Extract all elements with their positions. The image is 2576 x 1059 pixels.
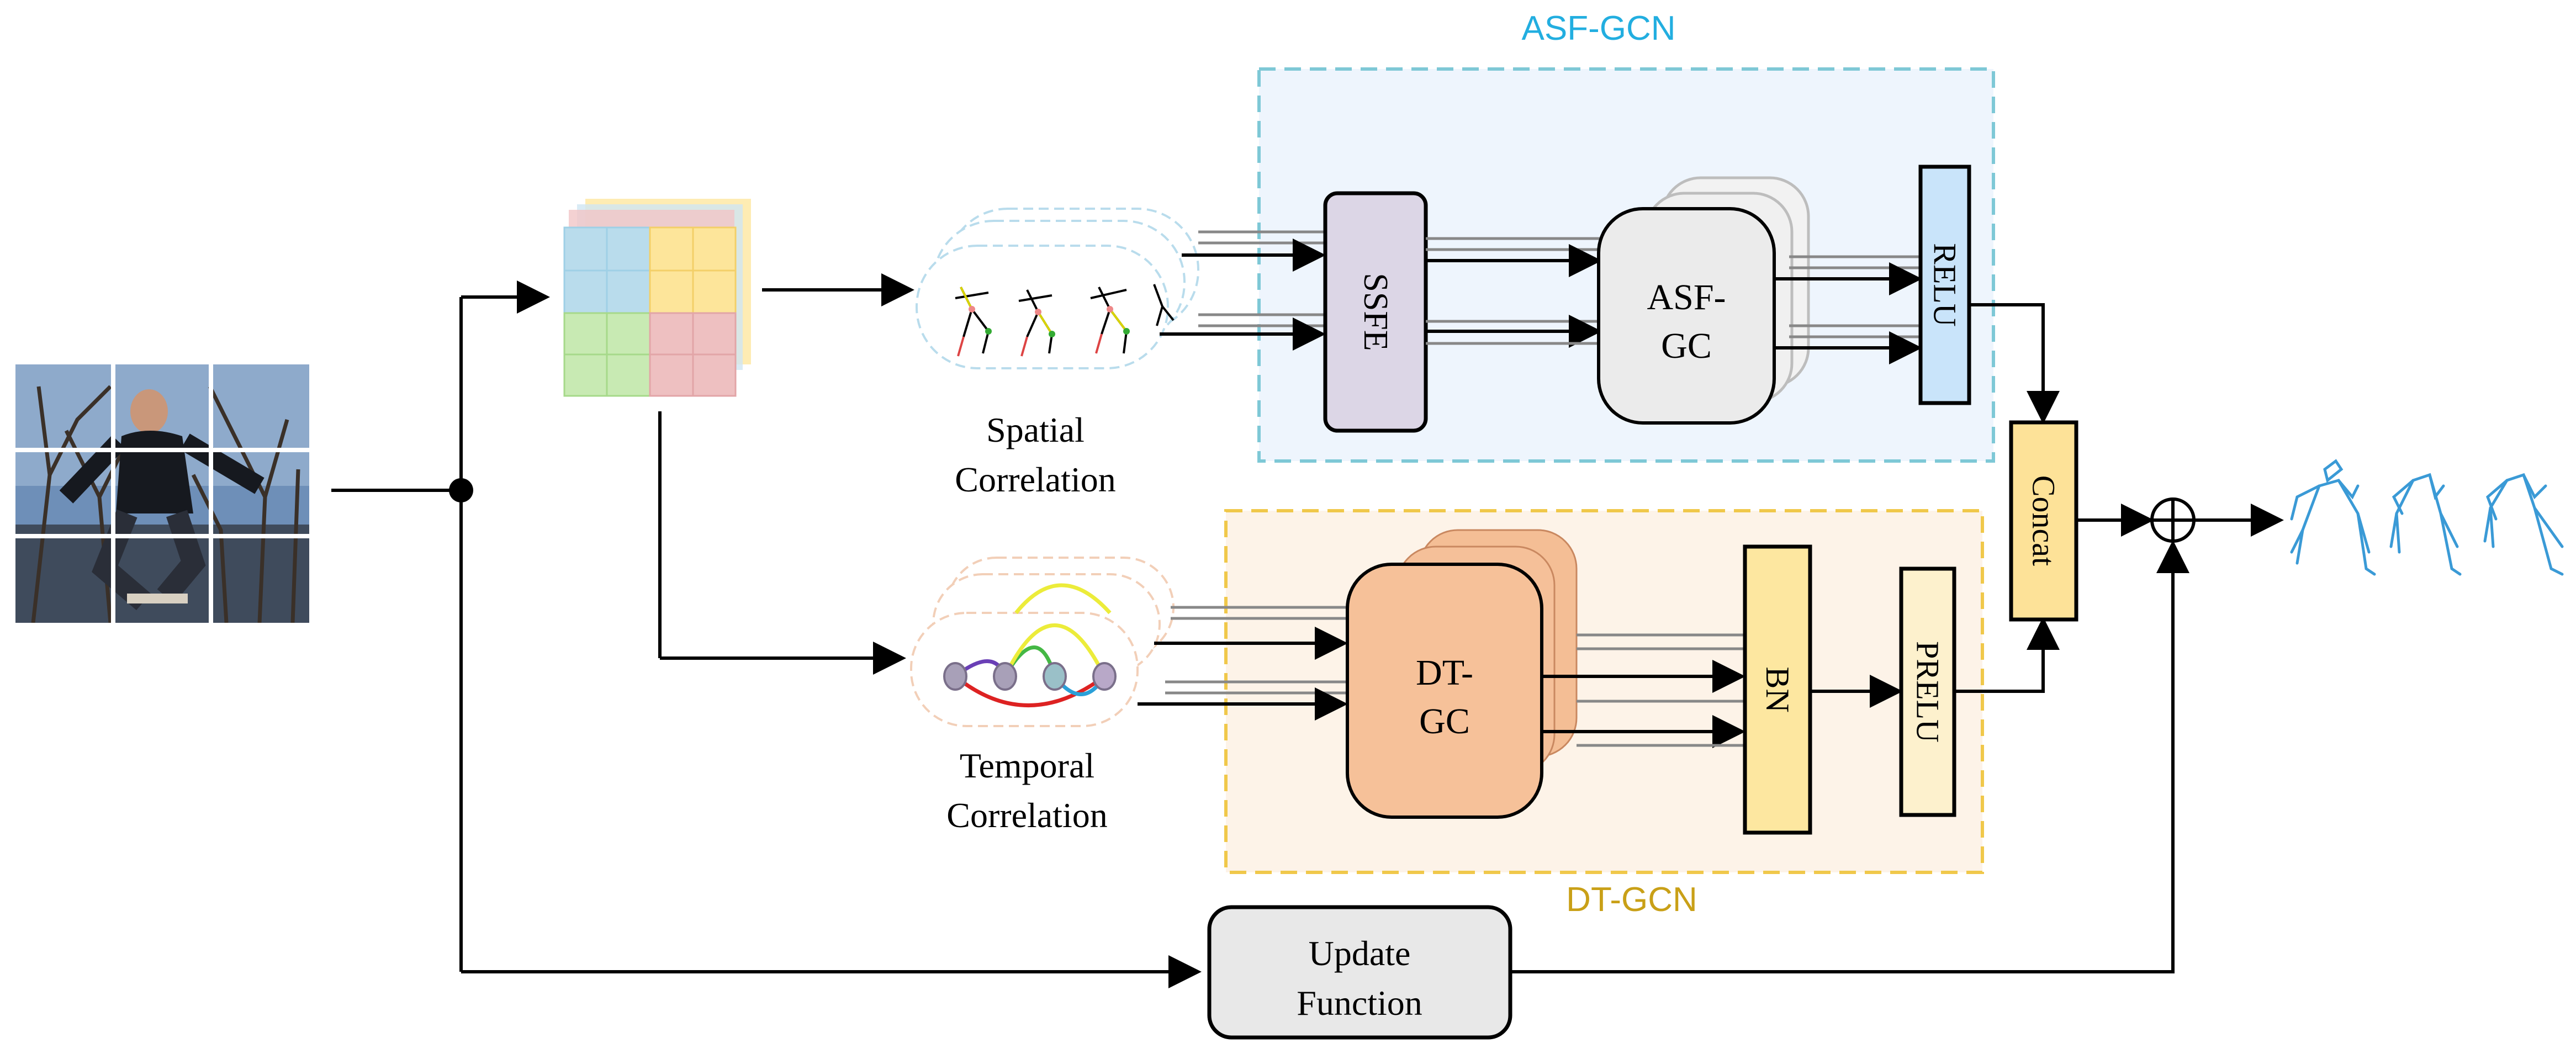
temporal-label-line2: Correlation [946, 796, 1107, 835]
asf-gcn-title: ASF-GCN [1522, 9, 1676, 47]
temporal-label-line1: Temporal [960, 746, 1094, 785]
relu-to-concat-arrow [1969, 303, 2060, 424]
prelu-block [1899, 566, 1956, 817]
temporal-to-dtgc-lines [1138, 606, 1348, 721]
bn-label: BN [1759, 666, 1796, 712]
dt-gcn-title: DT-GCN [1566, 881, 1697, 919]
spatial-to-ssfe-lines [1160, 230, 1326, 351]
relu-label: RELU [1927, 243, 1963, 326]
concat-block [2009, 420, 2078, 622]
asfgc-to-relu-lines [1774, 255, 1922, 364]
spatial-label-line1: Spatial [986, 410, 1085, 449]
relu-block [1918, 165, 1971, 405]
update-label-line1: Update [1309, 934, 1411, 973]
input-image [15, 364, 309, 623]
ssfe-block [1323, 191, 1428, 433]
asf-gc-label-line2: GC [1661, 326, 1712, 366]
feature-maps [563, 199, 751, 397]
temporal-correlation-icon [910, 557, 1175, 727]
dtgc-to-bn-lines [1542, 633, 1745, 748]
spatial-label-line2: Correlation [955, 460, 1115, 499]
ssfe-to-asfgc-lines [1426, 237, 1602, 348]
dt-gc-label-line1: DT- [1416, 653, 1473, 693]
spatial-correlation-icon [916, 208, 1199, 369]
output-poses [2290, 459, 2564, 576]
dt-gc-block [1346, 529, 1578, 819]
concat-label: Concat [2026, 475, 2062, 566]
prelu-label: PRELU [1910, 641, 1946, 743]
sum-node [2150, 497, 2196, 543]
image-grid-lines [15, 364, 309, 623]
update-label-line2: Function [1297, 983, 1422, 1023]
dt-gc-label-line2: GC [1419, 701, 1470, 742]
asf-gc-block [1597, 176, 1810, 425]
ssfe-label: SSFE [1357, 273, 1394, 351]
asf-gc-label-line1: ASF- [1647, 277, 1726, 317]
prelu-to-concat-arrow [1954, 617, 2060, 693]
update-to-sum-arrow [1510, 540, 2189, 973]
